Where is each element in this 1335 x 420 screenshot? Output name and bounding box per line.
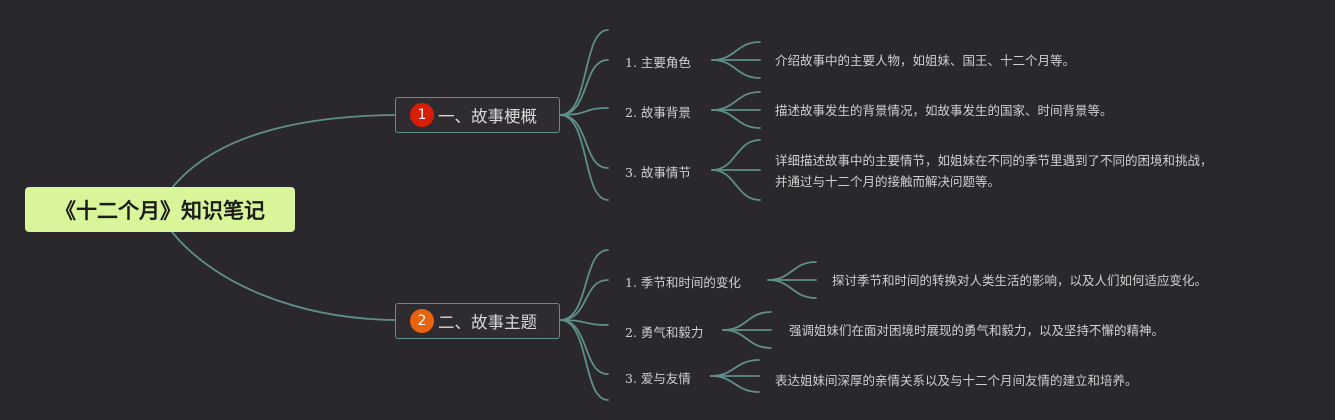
desc-line: 详细描述故事中的主要情节，如姐妹在不同的季节里遇到了不同的困境和挑战， [775, 153, 1213, 168]
connector-topic-2-branch [559, 319, 609, 401]
subtopic-seasons-time[interactable]: 1. 季节和时间的变化 [625, 275, 741, 290]
connector-root-topic-1 [171, 114, 396, 189]
subtopic-story-background[interactable]: 2. 故事背景 [625, 105, 691, 120]
connector-leaf-4 [767, 261, 817, 281]
connector-leaf-3 [711, 139, 761, 171]
desc-story-background[interactable]: 描述故事发生的背景情况，如故事发生的国家、时间背景等。 [775, 100, 1113, 121]
desc-courage[interactable]: 强调姐妹们在面对困境时展现的勇气和毅力，以及坚持不懈的精神。 [789, 320, 1164, 341]
connector-topic-1-branch [559, 114, 609, 169]
desc-line: 描述故事发生的背景情况，如故事发生的国家、时间背景等。 [775, 103, 1113, 118]
desc-line: 强调姐妹们在面对困境时展现的勇气和毅力，以及坚持不懈的精神。 [789, 323, 1165, 338]
root-title: 《十二个月》知识笔记 [55, 198, 265, 223]
priority-badge-2: 2 [410, 309, 434, 333]
desc-story-plot[interactable]: 详细描述故事中的主要情节，如姐妹在不同的季节里遇到了不同的困境和挑战， 并通过与… [775, 150, 1213, 192]
connector-topic-2-branch [559, 279, 609, 321]
connector-leaf-5 [722, 311, 772, 331]
connector-leaf-2 [711, 109, 761, 129]
desc-line: 介绍故事中的主要人物，如姐妹、国王、十二个月等。 [775, 53, 1076, 68]
root-node[interactable]: 《十二个月》知识笔记 [25, 187, 295, 232]
topic-story-summary[interactable]: 1 一、故事梗概 [395, 97, 560, 133]
connector-topic-2-branch [559, 319, 609, 375]
desc-main-characters[interactable]: 介绍故事中的主要人物，如姐妹、国王、十二个月等。 [775, 50, 1075, 71]
connector-leaf-1 [711, 59, 761, 79]
subtopic-love-friendship[interactable]: 3. 爱与友情 [625, 371, 691, 386]
topic-label-story-summary: 一、故事梗概 [438, 107, 537, 126]
connector-leaf-3 [711, 169, 761, 201]
desc-line: 并通过与十二个月的接触而解决问题等。 [775, 174, 1001, 189]
connector-root-topic-2 [171, 231, 396, 321]
connector-topic-1-branch [559, 59, 609, 116]
connector-topic-1-branch [559, 107, 609, 116]
desc-love-friendship[interactable]: 表达姐妹间深厚的亲情关系以及与十二个月间友情的建立和培养。 [775, 370, 1138, 391]
connector-leaf-6 [710, 375, 760, 393]
priority-badge-1: 1 [410, 103, 434, 127]
desc-seasons-time[interactable]: 探讨季节和时间的转换对人类生活的影响，以及人们如何适应变化。 [832, 270, 1207, 291]
connector-topic-1-branch [559, 114, 609, 201]
connector-topic-2-branch [559, 249, 609, 321]
subtopic-main-characters[interactable]: 1. 主要角色 [625, 55, 691, 70]
connector-leaf-1 [711, 41, 761, 61]
desc-line: 表达姐妹间深厚的亲情关系以及与十二个月间友情的建立和培养。 [775, 373, 1138, 388]
topic-story-theme[interactable]: 2 二、故事主题 [395, 303, 560, 339]
connector-leaf-4 [767, 279, 817, 299]
desc-line: 探讨季节和时间的转换对人类生活的影响，以及人们如何适应变化。 [832, 273, 1208, 288]
connector-topic-1-branch [559, 29, 609, 116]
subtopic-story-plot[interactable]: 3. 故事情节 [625, 165, 691, 180]
topic-label-story-theme: 二、故事主题 [438, 313, 537, 332]
connector-topic-2-branch [559, 319, 609, 326]
connector-leaf-5 [722, 329, 772, 349]
subtopic-courage[interactable]: 2. 勇气和毅力 [625, 325, 704, 340]
connector-leaf-2 [711, 91, 761, 111]
connector-leaf-6 [710, 359, 760, 377]
